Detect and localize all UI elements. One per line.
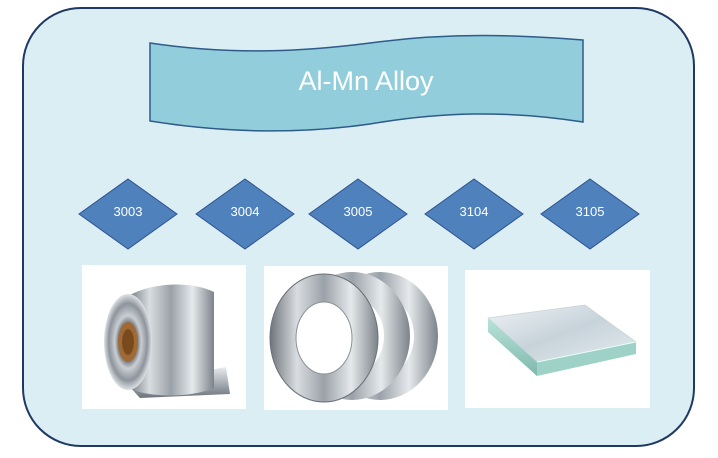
aluminum-strip-photo bbox=[264, 266, 448, 410]
grade-label: 3003 bbox=[114, 204, 143, 219]
grade-diamond-3005: 3005 bbox=[308, 178, 408, 250]
grade-label: 3004 bbox=[231, 204, 260, 219]
grade-label: 3104 bbox=[460, 204, 489, 219]
grade-label: 3105 bbox=[576, 204, 605, 219]
title-banner bbox=[149, 34, 584, 132]
grade-diamond-3104: 3104 bbox=[424, 178, 524, 250]
grade-diamond-3105: 3105 bbox=[540, 178, 640, 250]
aluminum-plate-photo bbox=[465, 270, 650, 408]
grade-label: 3005 bbox=[344, 204, 373, 219]
aluminum-coil-photo bbox=[82, 265, 246, 409]
grade-diamond-3004: 3004 bbox=[195, 178, 295, 250]
grade-diamond-3003: 3003 bbox=[78, 178, 178, 250]
banner-title: Al-Mn Alloy bbox=[298, 66, 434, 96]
